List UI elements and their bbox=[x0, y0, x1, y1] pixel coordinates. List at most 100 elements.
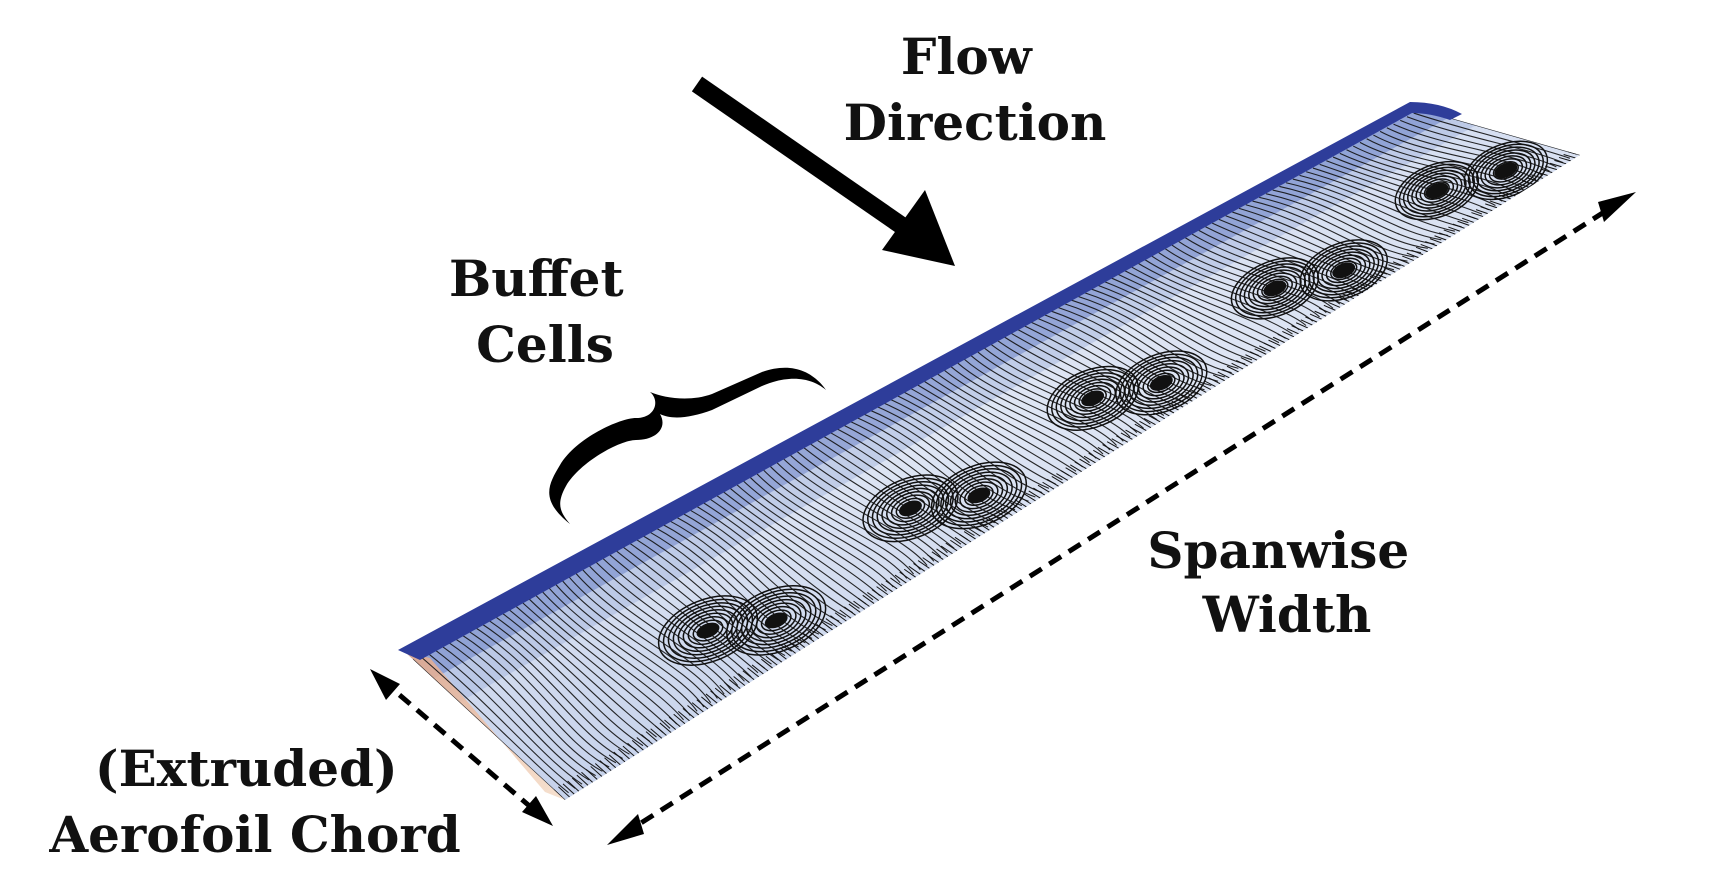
vortex-ring bbox=[735, 591, 817, 649]
hatch-line bbox=[1291, 325, 1304, 332]
streamline bbox=[1050, 310, 1205, 391]
vortex-ring bbox=[667, 602, 749, 659]
hatch-line bbox=[677, 710, 690, 722]
streamline bbox=[439, 644, 590, 781]
hatch-line bbox=[1010, 502, 1023, 511]
vortex-ring bbox=[930, 461, 1028, 530]
streamline bbox=[1057, 306, 1212, 387]
hatch-line bbox=[1415, 246, 1428, 253]
hatch-line bbox=[950, 539, 963, 549]
hatch-line bbox=[1305, 316, 1318, 323]
hatch-line bbox=[1466, 214, 1479, 220]
streamline bbox=[996, 339, 1151, 425]
hatch-line bbox=[1314, 310, 1327, 317]
streamline bbox=[620, 545, 772, 665]
hatch-line bbox=[770, 652, 783, 663]
streamline bbox=[1285, 182, 1442, 241]
hatch-line bbox=[1153, 412, 1166, 420]
flow-direction-label: Flow Direction bbox=[844, 27, 1107, 152]
hatch-line bbox=[1388, 264, 1401, 270]
hatch-line bbox=[1226, 365, 1239, 373]
streamline bbox=[714, 493, 867, 605]
vortex-ring bbox=[1308, 245, 1380, 296]
streamline bbox=[694, 504, 847, 618]
hatch-line bbox=[903, 568, 916, 578]
streamline bbox=[459, 633, 610, 768]
streamline bbox=[1111, 277, 1266, 352]
streamline bbox=[775, 461, 928, 566]
streamline bbox=[768, 464, 921, 571]
hatch-line bbox=[1180, 394, 1193, 402]
hatch-line bbox=[733, 676, 746, 687]
hatch-line bbox=[594, 763, 607, 774]
hatch-line bbox=[899, 571, 912, 581]
hatch-line bbox=[867, 592, 880, 602]
hatch-line bbox=[1046, 478, 1059, 487]
hatch-line bbox=[618, 748, 630, 760]
hatch-line bbox=[737, 673, 750, 684]
streamline bbox=[688, 508, 840, 622]
vortex-ring bbox=[726, 585, 827, 656]
hatch-line bbox=[848, 603, 861, 613]
hatch-line bbox=[1106, 441, 1119, 449]
vortex-core bbox=[1425, 182, 1449, 199]
hatch-line bbox=[890, 577, 903, 587]
hatch-line bbox=[853, 600, 866, 610]
streamline bbox=[1279, 185, 1435, 245]
streamline bbox=[479, 622, 630, 755]
streamline bbox=[748, 475, 901, 584]
hatch-line bbox=[973, 525, 986, 534]
hatch-line bbox=[862, 594, 875, 604]
hatch-line bbox=[728, 679, 741, 689]
hatch-line bbox=[1069, 464, 1082, 473]
streamline bbox=[1259, 196, 1415, 258]
hatch-line bbox=[986, 516, 999, 525]
hatch-line bbox=[585, 768, 598, 780]
hatch-line bbox=[664, 719, 677, 731]
streamline bbox=[1406, 116, 1564, 164]
streamline bbox=[1010, 332, 1165, 416]
hatch-line bbox=[1489, 200, 1502, 206]
streamline bbox=[466, 629, 617, 764]
hatch-line bbox=[1019, 496, 1032, 505]
hatch-line bbox=[1083, 455, 1096, 464]
vortex-ring bbox=[935, 464, 1023, 527]
streamline bbox=[446, 640, 596, 777]
hatch-line bbox=[917, 560, 930, 569]
hatch-line bbox=[1369, 275, 1382, 282]
hatch-line bbox=[913, 563, 926, 572]
hatch-line bbox=[571, 777, 584, 789]
hatch-line bbox=[963, 531, 976, 540]
streamline bbox=[1185, 237, 1341, 305]
flow-direction-line-1: Flow bbox=[901, 27, 1034, 86]
vortex-ring bbox=[1488, 158, 1524, 183]
leading-edge bbox=[398, 102, 1462, 660]
hatch-line bbox=[1088, 452, 1101, 461]
hatch-line bbox=[940, 545, 953, 555]
mid-shade bbox=[433, 117, 1476, 703]
vortex-ring bbox=[945, 471, 1013, 520]
hatch-line bbox=[1392, 261, 1405, 267]
hatch-line bbox=[760, 658, 773, 669]
vortex-ring bbox=[1463, 140, 1549, 201]
hatch-line bbox=[691, 702, 704, 713]
vortex-ring bbox=[760, 609, 792, 632]
chord-arrow-icon bbox=[370, 669, 553, 826]
streamline bbox=[1245, 204, 1401, 267]
vortex-ring bbox=[692, 619, 724, 642]
aerofoil-chord-line-2: Aerofoil Chord bbox=[48, 805, 460, 864]
hatch-line bbox=[1231, 362, 1244, 370]
hatch-line bbox=[1074, 461, 1087, 470]
hatch-line bbox=[931, 551, 944, 561]
streamline bbox=[426, 651, 576, 789]
hatch-line bbox=[1452, 223, 1465, 229]
hatch-line bbox=[590, 766, 603, 777]
hatch-line bbox=[880, 583, 893, 593]
hatch-line bbox=[1494, 197, 1507, 203]
hatch-line bbox=[1521, 180, 1535, 185]
vortex-ring bbox=[1411, 172, 1463, 209]
streamline bbox=[1232, 211, 1388, 275]
hatch-line bbox=[954, 536, 967, 546]
hatch-line bbox=[825, 618, 838, 628]
streamline bbox=[1346, 149, 1503, 202]
